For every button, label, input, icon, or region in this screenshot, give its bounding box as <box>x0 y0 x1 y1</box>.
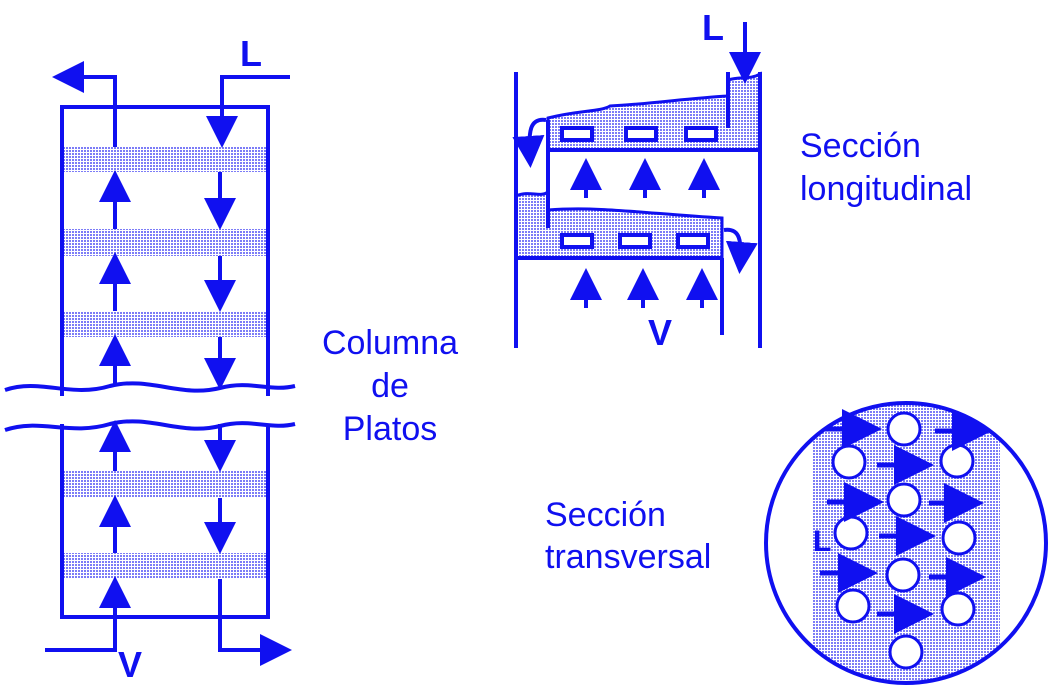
transversal-label-2: transversal <box>545 538 711 576</box>
longitudinal-liquid-label: L <box>702 7 724 48</box>
holes <box>831 411 977 670</box>
column-label-2: de <box>371 367 409 405</box>
transversal-label-1: Sección <box>545 496 666 534</box>
transversal-liquid-label: L <box>813 525 831 558</box>
bubble-caps <box>560 126 718 249</box>
plate-column <box>0 61 300 666</box>
break-line-top <box>4 381 296 393</box>
vapor-up-arrows <box>45 61 131 652</box>
liquid-down-arrows <box>204 75 292 666</box>
plates <box>64 147 266 579</box>
longitudinal-label-2: longitudinal <box>800 170 972 208</box>
longitudinal-label-1: Sección <box>800 127 921 165</box>
liquid-cross-flow-arrows <box>820 409 992 634</box>
longitudinal-vapor-label: V <box>648 312 672 353</box>
column-liquid-label: L <box>240 33 262 74</box>
column-label-3: Platos <box>343 410 438 448</box>
column-vapor-label: V <box>118 644 142 685</box>
break-line-bottom <box>4 419 296 432</box>
column-label-1: Columna <box>322 324 458 362</box>
longitudinal-section <box>512 22 762 348</box>
transversal-section <box>764 401 1048 685</box>
